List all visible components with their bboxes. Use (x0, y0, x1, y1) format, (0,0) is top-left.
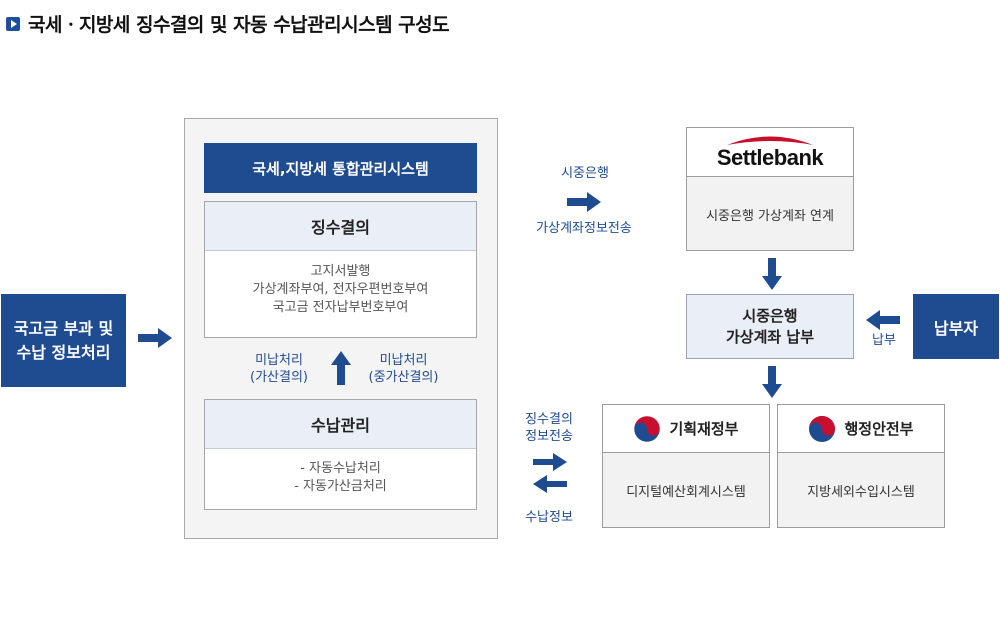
exchange-top-label: 징수결의 정보전송 (512, 411, 586, 445)
arrow-down-icon (762, 366, 782, 398)
bank-payment-box: 시중은행 가상계좌 납부 (686, 294, 854, 359)
settlebank-logo-text: Settlebank (716, 145, 824, 170)
revenue-processing-line1: 국고금 부과 및 (13, 318, 114, 338)
payment-arrow-label: 납부 (872, 333, 896, 348)
receipt-management-title-text: 수납관리 (311, 416, 370, 435)
unpaid-heavy-penalty-line2: (중가산결의) (368, 370, 439, 385)
settlebank-card: Settlebank 시중은행 가상계좌 연계 (686, 127, 854, 251)
play-icon (6, 16, 20, 31)
arrow-down-icon (762, 258, 782, 290)
receipt-management-card: 수납관리 - 자동수납처리 - 자동가산금처리 (204, 399, 477, 510)
ministry-interior-body: 지방세외수입시스템 (778, 453, 944, 528)
arrow-right-icon (533, 453, 567, 471)
page-title-text: 국세ㆍ지방세 징수결의 및 자동 수납관리시스템 구성도 (28, 14, 450, 36)
bank-flow-top-label: 시중은행 (561, 166, 609, 181)
ministry-finance-logo-text: 기획재정부 (669, 420, 739, 438)
ministry-interior-body-text: 지방세외수입시스템 (807, 485, 915, 500)
ministry-interior-logo-text: 행정안전부 (844, 420, 914, 438)
integrated-system-header-text: 국세,지방세 통합관리시스템 (252, 159, 429, 178)
bank-payment-line2: 가상계좌 납부 (725, 327, 815, 346)
unpaid-heavy-penalty-line1: 미납처리 (379, 353, 428, 368)
page-title: 국세ㆍ지방세 징수결의 및 자동 수납관리시스템 구성도 (6, 10, 450, 37)
ministry-interior-card: 행정안전부 지방세외수입시스템 (777, 404, 945, 528)
receipt-item: - 자동가산금처리 (294, 479, 387, 494)
collection-resolution-body: 고지서발행 가상계좌부여, 전자우편번호부여 국고금 전자납부번호부여 (205, 251, 476, 317)
ministry-finance-body-text: 디지털예산회계시스템 (626, 485, 746, 500)
arrow-right-icon (138, 328, 172, 348)
payer-label: 납부자 (933, 318, 979, 338)
exchange-top-line2: 정보전송 (525, 429, 573, 444)
unpaid-penalty-label: 미납처리 (가산결의) (234, 352, 324, 386)
collection-item: 국고금 전자납부번호부여 (272, 300, 409, 315)
taegeuk-icon (634, 415, 661, 442)
collection-resolution-title: 징수결의 (205, 202, 476, 251)
settlebank-logo: Settlebank (687, 128, 853, 177)
exchange-bottom-label: 수납정보 (525, 510, 573, 525)
receipt-management-title: 수납관리 (205, 400, 476, 449)
settlebank-body: 시중은행 가상계좌 연계 (687, 177, 853, 251)
bank-flow-bottom-label: 가상계좌정보전송 (536, 221, 632, 236)
settlebank-swoosh-icon (727, 136, 813, 145)
arrow-left-icon (866, 310, 900, 330)
taegeuk-icon (809, 415, 836, 442)
ministry-interior-logo: 행정안전부 (778, 405, 944, 453)
collection-resolution-title-text: 징수결의 (311, 218, 370, 237)
unpaid-heavy-penalty-label: 미납처리 (중가산결의) (356, 352, 451, 386)
payer-box: 납부자 (913, 294, 999, 359)
collection-resolution-card: 징수결의 고지서발행 가상계좌부여, 전자우편번호부여 국고금 전자납부번호부여 (204, 201, 477, 338)
settlebank-body-text: 시중은행 가상계좌 연계 (706, 208, 834, 224)
collection-item: 고지서발행 (310, 264, 371, 279)
revenue-processing-line2: 수납 정보처리 (16, 342, 111, 362)
ministry-finance-card: 기획재정부 디지털예산회계시스템 (602, 404, 770, 528)
arrow-right-icon (567, 192, 601, 212)
receipt-item: - 자동수납처리 (300, 461, 381, 476)
exchange-top-line1: 징수결의 (525, 412, 573, 427)
collection-item: 가상계좌부여, 전자우편번호부여 (252, 282, 429, 297)
receipt-management-body: - 자동수납처리 - 자동가산금처리 (205, 449, 476, 496)
ministry-finance-logo: 기획재정부 (603, 405, 769, 453)
bank-payment-line1: 시중은행 (742, 306, 798, 325)
ministry-finance-body: 디지털예산회계시스템 (603, 453, 769, 528)
arrow-up-icon (331, 351, 351, 385)
unpaid-penalty-line1: 미납처리 (255, 353, 303, 368)
integrated-system-header: 국세,지방세 통합관리시스템 (204, 143, 477, 193)
revenue-processing-box: 국고금 부과 및 수납 정보처리 (1, 294, 126, 387)
arrow-left-icon (533, 475, 567, 493)
unpaid-penalty-line2: (가산결의) (250, 370, 308, 385)
